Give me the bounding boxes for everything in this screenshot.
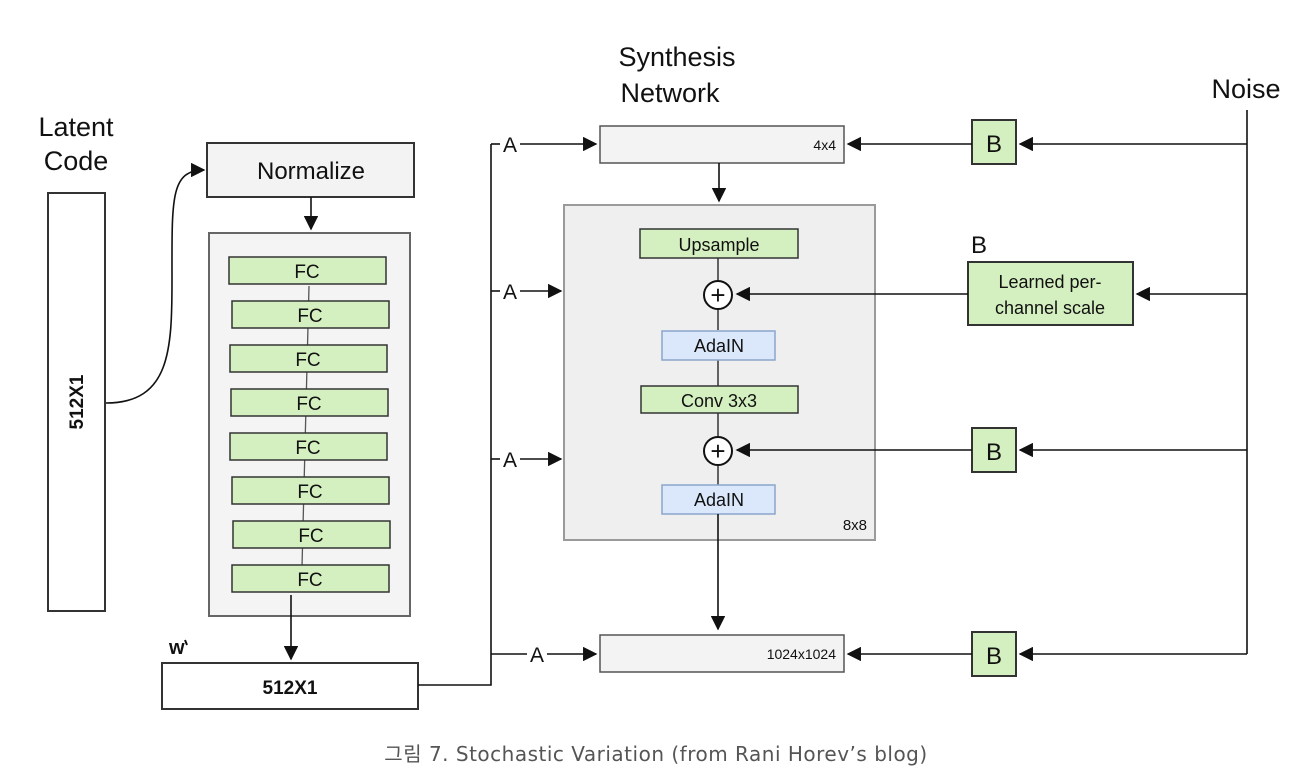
adain-label-1: AdaIN — [694, 336, 744, 356]
fc-layer-label: FC — [294, 262, 319, 283]
w-label: w — [168, 637, 185, 659]
synthesis-network-title-line2: Network — [620, 78, 720, 108]
upsample-label: Upsample — [678, 235, 759, 255]
fc-layer-box — [232, 520, 391, 549]
fc-layer-box — [231, 476, 390, 505]
latent-code-title-line1: Latent — [38, 112, 114, 142]
w-vector-label: 512X1 — [263, 678, 318, 699]
b-label-mid: B — [986, 439, 1002, 466]
noise-add-node-1 — [703, 280, 733, 310]
latent-vector-box — [47, 192, 106, 612]
normalize-box — [206, 142, 415, 198]
fc-layer-label: FC — [297, 306, 322, 327]
fc-connector-line — [301, 285, 310, 568]
upsample-box — [639, 228, 799, 259]
fc-layer-group: FC FC FC FC FC FC FC FC — [228, 256, 391, 593]
style-a-label-3: A — [503, 449, 517, 472]
b-box-bottom — [971, 631, 1017, 677]
fc-layer-label: FC — [298, 526, 323, 547]
style-a-label-1: A — [503, 134, 517, 157]
fc-layer-label: FC — [295, 350, 320, 371]
normalize-label: Normalize — [257, 158, 365, 185]
synthesis-block-4x4 — [599, 125, 845, 164]
block-4x4-label: 4x4 — [813, 137, 836, 153]
style-a-label-4: A — [530, 644, 544, 667]
synthesis-block-8x8 — [563, 204, 876, 541]
conv3x3-box — [640, 385, 799, 414]
w-vector-box — [161, 662, 419, 710]
fc-layer-box — [229, 344, 388, 373]
block-1024-label: 1024x1024 — [767, 646, 837, 662]
b-label-top: B — [986, 131, 1002, 158]
noise-add-node-2 — [703, 436, 733, 466]
stylegan-diagram: Latent Code Synthesis Network Noise w 51… — [38, 42, 1281, 710]
fc-layer-label: FC — [296, 394, 321, 415]
learned-scale-label-line2: channel scale — [995, 298, 1105, 318]
style-bus-line — [418, 144, 492, 686]
noise-add-symbol-2: + — [710, 436, 725, 466]
adain-label-2: AdaIN — [694, 490, 744, 510]
fc-layer-box — [231, 564, 390, 593]
fc-layer-label: FC — [297, 570, 322, 591]
w-prime-mark — [184, 639, 188, 646]
fc-stack-container — [208, 232, 411, 617]
conv3x3-label: Conv 3x3 — [681, 391, 757, 411]
b-box-mid — [971, 427, 1017, 473]
learned-scale-box — [967, 261, 1134, 326]
figure-caption: 그림 7. Stochastic Variation (from Rani Ho… — [384, 742, 928, 766]
fc-layer-box — [228, 256, 387, 285]
noise-title: Noise — [1211, 74, 1280, 104]
fc-layer-box — [230, 388, 389, 417]
latent-vector-label: 512X1 — [67, 374, 88, 429]
latent-code-title-line2: Code — [44, 146, 109, 176]
fc-layer-box — [231, 300, 390, 329]
synthesis-block-1024 — [599, 634, 845, 673]
synthesis-network-title-line1: Synthesis — [618, 42, 735, 72]
b-label-bottom: B — [986, 643, 1002, 670]
latent-to-normalize-arrow — [105, 162, 206, 404]
adain-box-2 — [661, 484, 776, 515]
b-box-top — [971, 119, 1017, 165]
b-scale-title: B — [971, 232, 987, 259]
learned-scale-label-line1: Learned per- — [998, 272, 1101, 292]
fc-layer-label: FC — [297, 482, 322, 503]
fc-layer-label: FC — [295, 438, 320, 459]
fc-layer-box — [229, 432, 388, 461]
adain-box-1 — [661, 330, 776, 361]
block-8x8-label: 8x8 — [843, 517, 867, 534]
noise-add-symbol-1: + — [710, 280, 725, 310]
style-a-label-2: A — [503, 281, 517, 304]
